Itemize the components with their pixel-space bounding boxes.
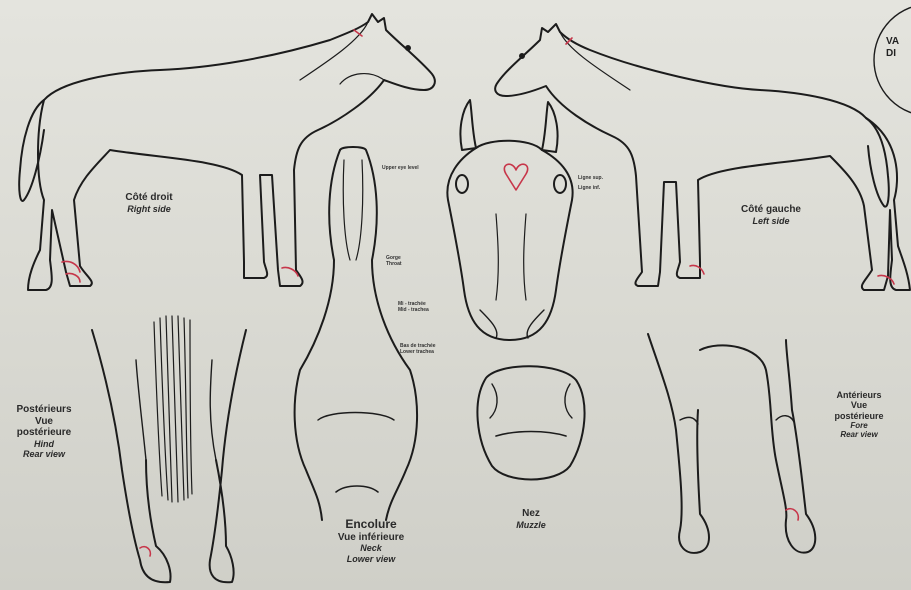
muzzle-drawing [477, 366, 584, 479]
corner-text: VA DI [886, 36, 899, 59]
label-mid-trachea: Mi - trachée Mid - trachea [398, 302, 429, 313]
label-left-side-fr: Côté gauche [726, 204, 816, 216]
hind-legs-rear [92, 316, 246, 582]
label-hind-fr2: Vue [4, 416, 84, 428]
label-head-line-2: Ligne inf. [578, 186, 600, 192]
label-neck-fr2: Vue inférieure [316, 532, 426, 544]
label-right-side-en: Right side [104, 204, 194, 214]
label-upper-eye-level: Upper eye level [382, 166, 419, 172]
front-head [447, 100, 572, 340]
label-muzzle-en: Muzzle [496, 520, 566, 530]
label-neck-en2: Lower view [316, 554, 426, 564]
fore-legs-rear [648, 334, 815, 553]
right-side-horse [19, 14, 435, 290]
label-right-side-fr: Côté droit [104, 192, 194, 204]
left-side-horse [495, 24, 910, 290]
label-fore-en2: Rear view [814, 430, 904, 439]
label-fore-fr2: Vue [814, 400, 904, 410]
label-throat: Gorge Throat [386, 256, 402, 267]
label-hind-en1: Hind [4, 439, 84, 449]
corner-line-1: VA [886, 36, 899, 47]
label-left-side: Côté gauche Left side [726, 204, 816, 226]
label-hind-fr3: postérieure [4, 427, 84, 439]
label-hind-fr1: Postérieurs [4, 404, 84, 416]
corner-line-2: DI [886, 48, 896, 59]
label-muzzle-fr: Nez [496, 508, 566, 520]
neck-lower-view [295, 147, 417, 520]
marking-fore-heel [786, 509, 798, 520]
label-neck: Encolure Vue inférieure Neck Lower view [316, 518, 426, 564]
label-fore-fr1: Antérieurs [814, 390, 904, 400]
label-neck-fr1: Encolure [316, 518, 426, 532]
label-neck-en1: Neck [316, 543, 426, 553]
label-left-side-en: Left side [726, 216, 816, 226]
label-fore-en1: Fore [814, 421, 904, 430]
label-fore-fr3: postérieure [814, 411, 904, 421]
label-fore: Antérieurs Vue postérieure Fore Rear vie… [814, 390, 904, 439]
corner-stamp [874, 4, 911, 116]
heart-star-marking [504, 164, 527, 190]
label-lower-trachea: Bas de trachée Lower trachea [400, 344, 436, 355]
label-hind: Postérieurs Vue postérieure Hind Rear vi… [4, 404, 84, 459]
label-muzzle: Nez Muzzle [496, 508, 566, 530]
label-head-line-1: Ligne sup. [578, 176, 603, 182]
label-hind-en2: Rear view [4, 449, 84, 459]
label-right-side: Côté droit Right side [104, 192, 194, 214]
